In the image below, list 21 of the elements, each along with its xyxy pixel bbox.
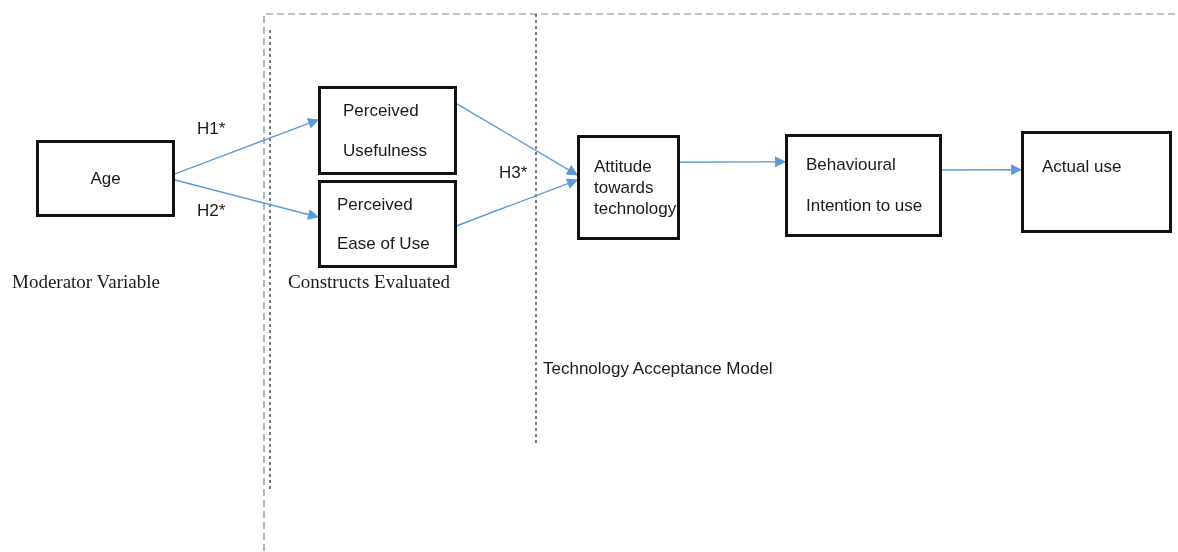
edge-label: H3* — [498, 164, 529, 181]
box-label: Perceived Ease of Use — [337, 193, 431, 255]
process-box — [36, 140, 175, 217]
process-box — [1021, 131, 1172, 233]
box-label: Behavioural Intention to use — [806, 153, 924, 217]
edge-label: H1* — [196, 120, 227, 137]
box-label: Actual use — [1042, 156, 1122, 178]
box-label: Age — [90, 167, 121, 190]
box-label: Perceived Usefulness — [343, 100, 429, 162]
arrow — [174, 179, 320, 220]
arrow — [456, 178, 579, 227]
process-box — [785, 134, 942, 237]
box-label: Attitude towards technology — [594, 155, 677, 220]
process-box — [577, 135, 680, 240]
arrow — [941, 164, 1023, 176]
arrow — [456, 103, 578, 176]
process-box — [318, 86, 457, 175]
arrow — [679, 156, 787, 168]
edge-label: H2* — [196, 202, 227, 219]
process-box — [318, 180, 457, 268]
arrow — [174, 118, 320, 175]
